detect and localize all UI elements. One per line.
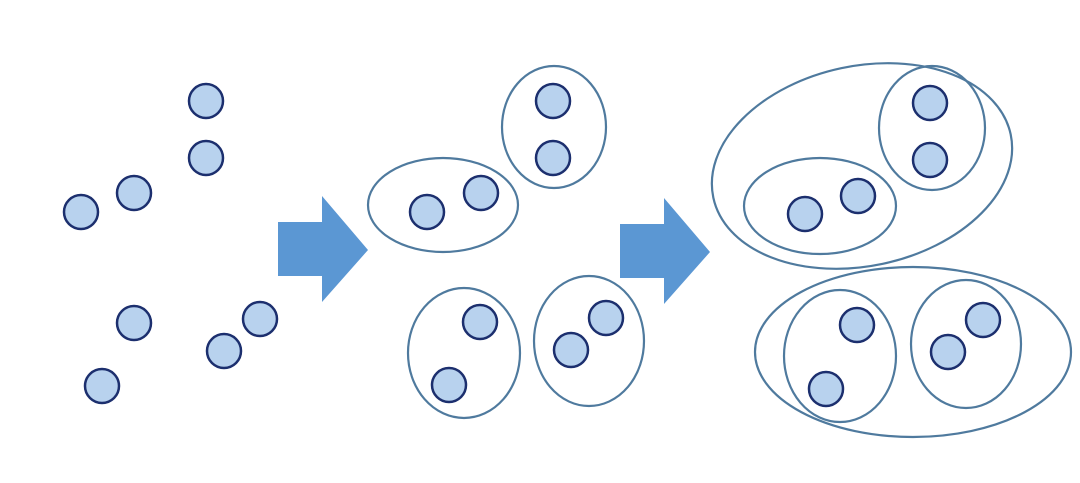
- right-arrow-icon: [620, 198, 710, 304]
- point: [115, 174, 153, 212]
- cluster-ellipse: [782, 288, 898, 424]
- stage-1-individual-points: [62, 82, 279, 405]
- point: [205, 332, 243, 370]
- cluster-ellipse: [877, 64, 987, 192]
- point: [552, 331, 590, 369]
- cluster-outer-ellipse: [753, 265, 1073, 439]
- stage-2-points: [408, 82, 625, 404]
- stage-3-points: [786, 84, 1002, 408]
- point: [839, 177, 877, 215]
- point: [964, 301, 1002, 339]
- point: [83, 367, 121, 405]
- point: [807, 370, 845, 408]
- point: [534, 139, 572, 177]
- point: [187, 139, 225, 177]
- point: [430, 366, 468, 404]
- cluster-outer-ellipse: [710, 62, 1014, 270]
- point: [587, 299, 625, 337]
- point: [929, 333, 967, 371]
- stage-2-pair-clusters: [366, 64, 646, 420]
- point: [911, 141, 949, 179]
- cluster-ellipse: [500, 64, 608, 190]
- cluster-ellipse: [366, 156, 520, 254]
- point: [187, 82, 225, 120]
- cluster-ellipse: [406, 286, 522, 420]
- point: [838, 306, 876, 344]
- stage-3-merged-clusters: [710, 62, 1073, 439]
- point: [408, 193, 446, 231]
- point: [241, 300, 279, 338]
- point: [462, 174, 500, 212]
- cluster-ellipse: [742, 156, 898, 256]
- point: [786, 195, 824, 233]
- point: [115, 304, 153, 342]
- point: [62, 193, 100, 231]
- point: [461, 303, 499, 341]
- cluster-ellipse: [532, 274, 646, 408]
- cluster-ellipse: [909, 278, 1023, 410]
- point: [911, 84, 949, 122]
- point: [534, 82, 572, 120]
- right-arrow-icon: [278, 196, 368, 302]
